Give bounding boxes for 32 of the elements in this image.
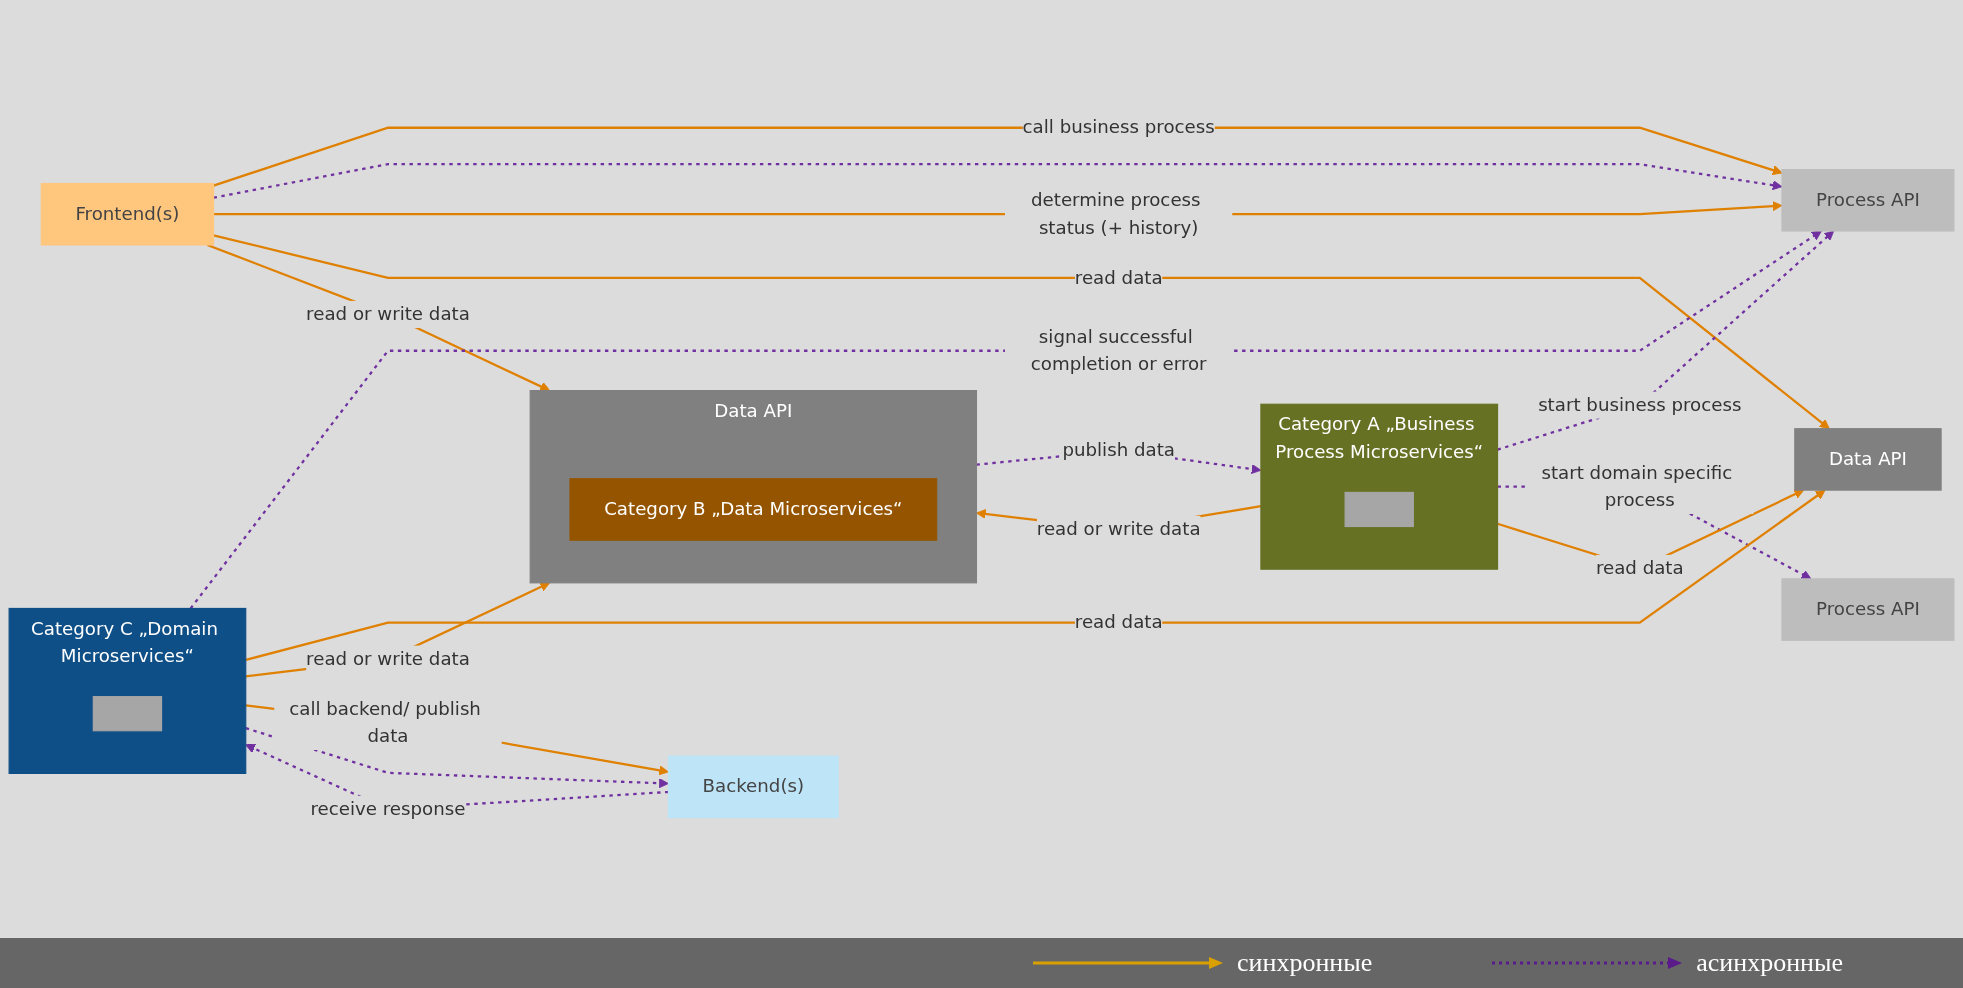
arrow: [189, 231, 1822, 610]
cluster: Category A „Business Process Microservices“: [1260, 404, 1499, 571]
edge-label: read or write data: [1036, 518, 1201, 541]
legend-text: асинхронные: [1696, 948, 1843, 978]
arrow: [1497, 231, 1835, 452]
node-box: Process API: [1781, 169, 1955, 233]
node-box: Data API: [1794, 428, 1942, 492]
edge-label: signal successful completion or error: [1030, 326, 1207, 376]
node-box: [92, 696, 163, 732]
edge-label: call backend/ publish data: [289, 698, 481, 748]
edge-label: read or write data: [306, 648, 470, 670]
node-box: Category B „Data Microservices“: [569, 478, 938, 542]
edge-label: read data: [1074, 611, 1163, 634]
cluster: Category C „Domain Microservices“: [8, 608, 247, 775]
arrow: [206, 244, 550, 392]
edge-label: start business process: [1538, 394, 1742, 416]
edge-label: start domain specific process: [1541, 462, 1733, 512]
node-box: Backend(s): [667, 756, 839, 819]
node-box: Frontend(s): [40, 183, 215, 246]
edge-label: read data: [1595, 557, 1684, 580]
arrow: [213, 234, 1830, 430]
edge-label: receive response: [310, 798, 466, 820]
arrow: [245, 582, 550, 679]
node-box: Process API: [1781, 578, 1955, 642]
legend-text: синхронные: [1237, 948, 1373, 978]
edge-label: read or write data: [306, 303, 470, 326]
arrow: [245, 727, 669, 789]
edge-label: call business process: [1022, 116, 1215, 139]
edge-label: read data: [1074, 267, 1163, 289]
edge-label: publish data: [1062, 439, 1175, 462]
edge-label: determine process status (+ history): [1031, 189, 1201, 239]
node-box: [1344, 492, 1414, 528]
